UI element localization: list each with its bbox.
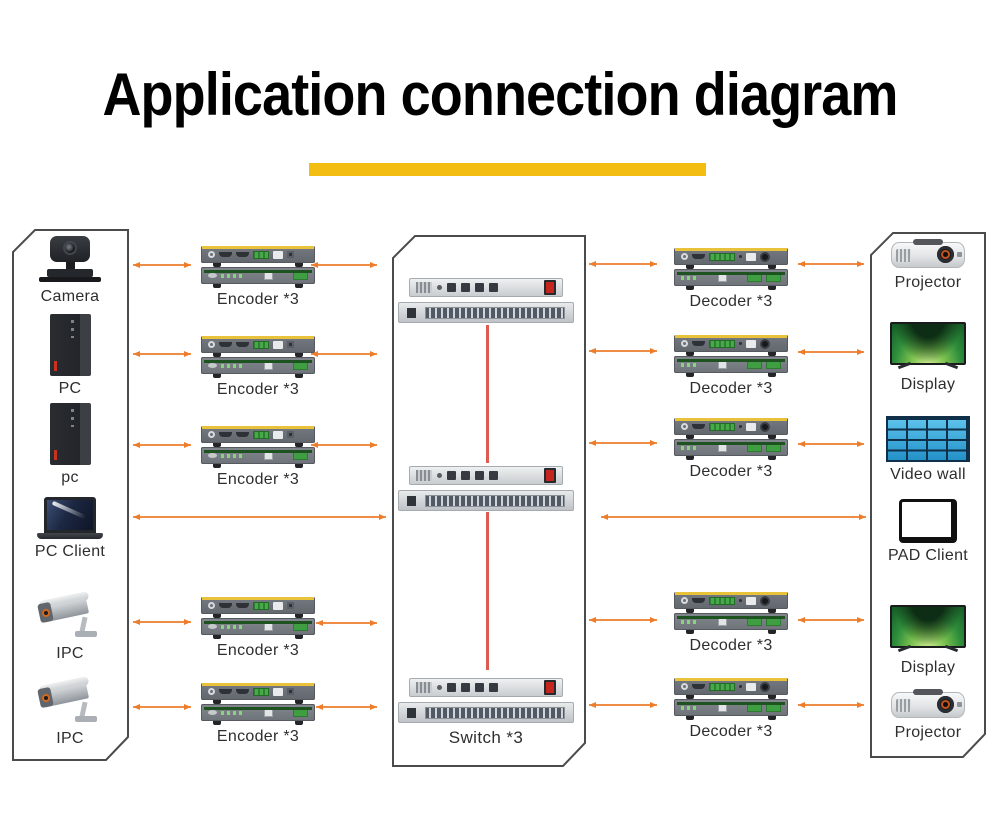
node-encoder-2: Encoder *3 [193,336,323,399]
node-display-1: Display [868,322,988,394]
node-display-2: Display [868,605,988,677]
device-label: Encoder *3 [216,471,300,488]
network-switch-icon [398,464,574,512]
tv-display-icon [890,322,966,372]
video-wall-icon [886,416,970,462]
device-label: Encoder *3 [216,642,300,659]
title-accent-bar [309,163,706,176]
network-switch-icon [398,276,574,324]
device-label: Camera [40,288,100,305]
pc-tower-icon [46,314,94,376]
laptop-icon [37,497,103,539]
device-label: PAD Client [887,547,969,564]
node-video-wall: Video wall [868,416,988,484]
projector-icon [891,688,965,720]
node-decoder-2: Decoder *3 [666,335,796,398]
tv-display-icon [890,605,966,655]
encoder-device-icon [201,246,315,288]
encoder-device-icon [201,426,315,468]
encoder-device-icon [201,597,315,639]
device-label: PC Client [34,543,106,560]
ptz-camera-icon [33,236,107,284]
node-encoder-1: Encoder *3 [193,246,323,309]
network-switch-icon [398,676,574,724]
device-label: Decoder *3 [689,293,773,310]
node-decoder-5: Decoder *3 [666,678,796,741]
device-label: Decoder *3 [689,637,773,654]
decoder-device-icon [674,418,788,460]
device-label: Decoder *3 [689,723,773,740]
node-ipc: IPC [10,590,130,663]
source-panel-outline [12,229,129,761]
node-switch-1 [398,276,574,324]
decoder-device-icon [674,678,788,720]
device-label: Encoder *3 [216,728,300,745]
node-pad-client: PAD Client [868,499,988,565]
device-label: Encoder *3 [216,381,300,398]
display-panel-outline [870,232,986,758]
node-decoder-4: Decoder *3 [666,592,796,655]
tablet-icon [899,499,957,543]
bullet-camera-icon [37,590,103,641]
node-switch-2 [398,464,574,512]
switch-group-label: Switch *3 [448,728,524,747]
device-label: Decoder *3 [689,463,773,480]
device-label: PC [58,380,82,397]
device-label: Display [900,376,956,393]
bullet-camera-icon [37,675,103,726]
device-label: Decoder *3 [689,380,773,397]
node-decoder-3: Decoder *3 [666,418,796,481]
page-title: Application connection diagram [102,61,898,128]
node-encoder-5: Encoder *3 [193,683,323,746]
device-label: pc [61,469,79,486]
node-ipc-2: IPC [10,675,130,748]
node-encoder-4: Encoder *3 [193,597,323,660]
node-switch-3 [398,676,574,724]
device-label: Projector [894,724,962,741]
node-pc-client: PC Client [10,497,130,561]
pc-tower-icon [46,403,94,465]
decoder-device-icon [674,592,788,634]
node-pc-2: pc [10,403,130,487]
projector-icon [891,238,965,270]
device-label: Encoder *3 [216,291,300,308]
device-label: Display [900,659,956,676]
device-label: IPC [56,730,84,747]
encoder-device-icon [201,683,315,725]
node-projector-1: Projector [868,238,988,292]
node-camera: Camera [10,236,130,306]
node-encoder-3: Encoder *3 [193,426,323,489]
node-pc: PC [10,314,130,398]
device-label: IPC [56,645,84,662]
encoder-device-icon [201,336,315,378]
decoder-device-icon [674,335,788,377]
decoder-device-icon [674,248,788,290]
node-decoder-1: Decoder *3 [666,248,796,311]
device-label: Projector [894,274,962,291]
node-projector-2: Projector [868,688,988,742]
device-label: Video wall [890,466,966,483]
